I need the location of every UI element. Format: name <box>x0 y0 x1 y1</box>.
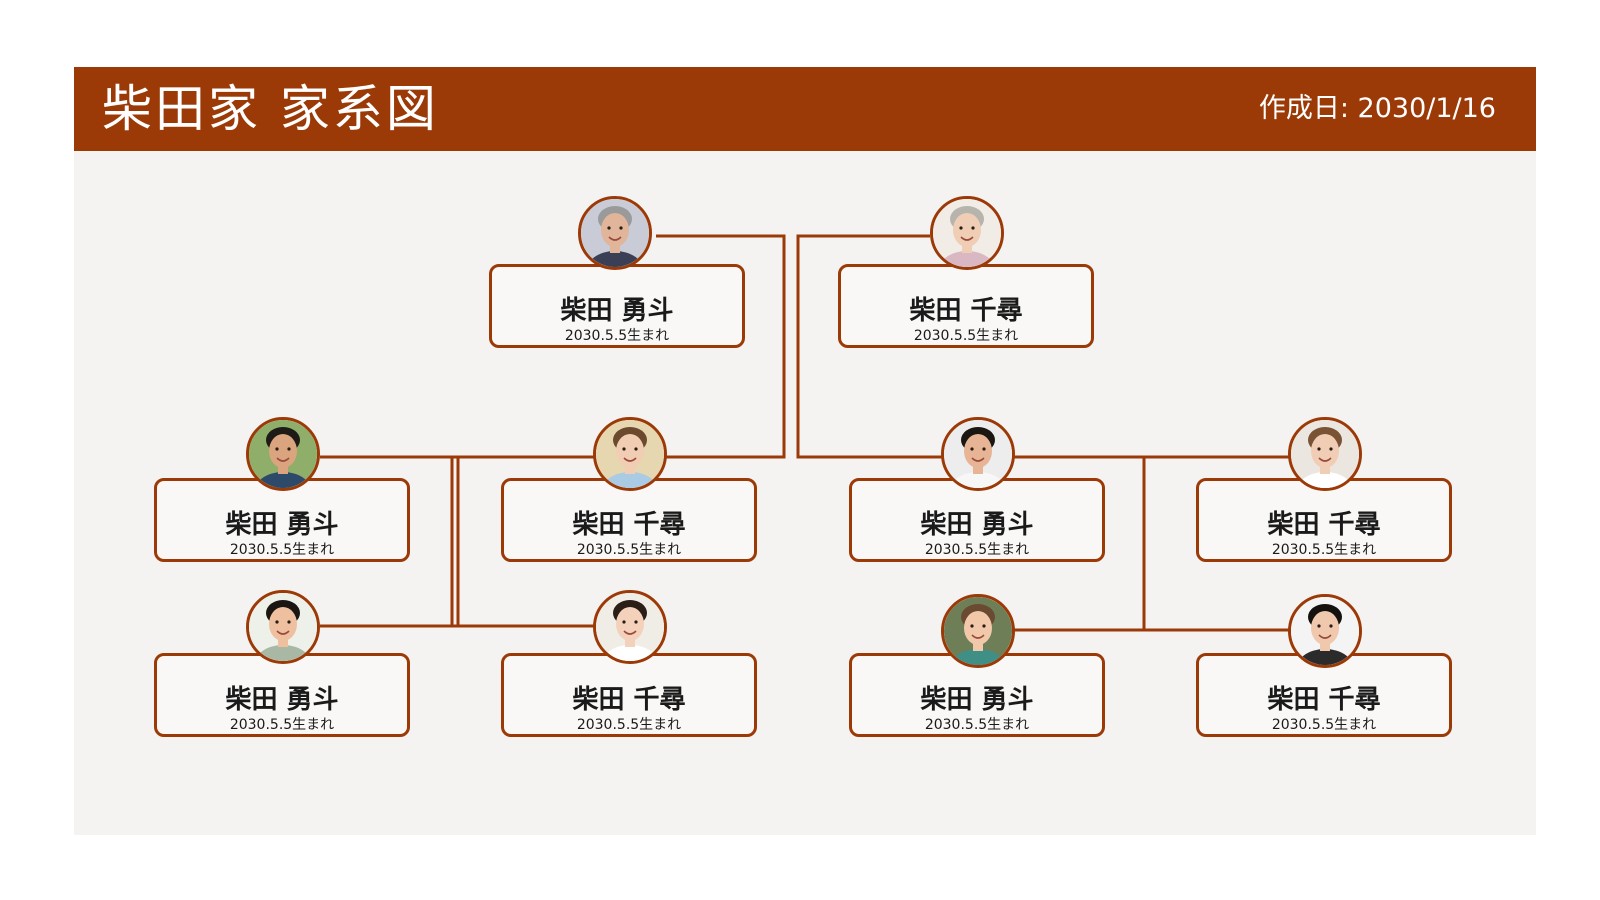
baby-avatar-icon <box>941 594 1015 668</box>
person-name: 柴田 千尋 <box>572 685 686 715</box>
girl-avatar-icon <box>1288 594 1362 668</box>
creation-date: 作成日: 2030/1/16 <box>1259 89 1496 129</box>
woman-avatar-icon <box>1288 417 1362 491</box>
avatar-illustration <box>249 593 317 661</box>
person-card-child-2[interactable]: 柴田 勇斗 2030.5.5生まれ <box>849 478 1105 562</box>
person-name: 柴田 勇斗 <box>920 685 1034 715</box>
person-birthdate: 2030.5.5生まれ <box>564 328 670 344</box>
elderly-woman-avatar-icon <box>930 196 1004 270</box>
avatar-illustration <box>1291 597 1359 665</box>
person-name: 柴田 千尋 <box>909 296 1023 326</box>
person-birthdate: 2030.5.5生まれ <box>1271 717 1377 733</box>
person-birthdate: 2030.5.5生まれ <box>229 542 335 558</box>
person-card-grandchild-1[interactable]: 柴田 勇斗 2030.5.5生まれ <box>154 653 410 737</box>
person-birthdate: 2030.5.5生まれ <box>924 717 1030 733</box>
person-birthdate: 2030.5.5生まれ <box>229 717 335 733</box>
person-name: 柴田 千尋 <box>1267 510 1381 540</box>
creation-date-value: 2030/1/16 <box>1357 93 1496 124</box>
person-name: 柴田 千尋 <box>1267 685 1381 715</box>
person-birthdate: 2030.5.5生まれ <box>1271 542 1377 558</box>
connector-child1 <box>320 455 460 628</box>
person-name: 柴田 勇斗 <box>560 296 674 326</box>
header-bar: 柴田家 家系図 作成日: 2030/1/16 <box>74 67 1536 151</box>
avatar-illustration <box>933 199 1001 267</box>
person-name: 柴田 千尋 <box>572 510 686 540</box>
person-card-grandchild-2[interactable]: 柴田 千尋 2030.5.5生まれ <box>501 653 757 737</box>
elderly-man-avatar-icon <box>578 196 652 270</box>
avatar-illustration <box>581 199 649 267</box>
connector-child2 <box>1142 455 1322 632</box>
person-card-grandfather[interactable]: 柴田 勇斗 2030.5.5生まれ <box>489 264 745 348</box>
person-birthdate: 2030.5.5生まれ <box>576 717 682 733</box>
boy-avatar-icon <box>246 590 320 664</box>
woman-avatar-icon <box>593 417 667 491</box>
woman-avatar-icon <box>593 590 667 664</box>
creation-date-label: 作成日: <box>1258 93 1349 124</box>
person-name: 柴田 勇斗 <box>225 510 339 540</box>
avatar-illustration <box>944 420 1012 488</box>
person-card-grandmother[interactable]: 柴田 千尋 2030.5.5生まれ <box>838 264 1094 348</box>
avatar-illustration <box>596 593 664 661</box>
person-name: 柴田 勇斗 <box>225 685 339 715</box>
person-card-child-1[interactable]: 柴田 勇斗 2030.5.5生まれ <box>154 478 410 562</box>
avatar-illustration <box>249 420 317 488</box>
man-avatar-icon <box>246 417 320 491</box>
page-title: 柴田家 家系図 <box>102 80 439 138</box>
person-card-spouse-2[interactable]: 柴田 千尋 2030.5.5生まれ <box>1196 478 1452 562</box>
person-birthdate: 2030.5.5生まれ <box>913 328 1019 344</box>
man-avatar-icon <box>941 417 1015 491</box>
person-name: 柴田 勇斗 <box>920 510 1034 540</box>
avatar-illustration <box>1291 420 1359 488</box>
person-birthdate: 2030.5.5生まれ <box>576 542 682 558</box>
person-birthdate: 2030.5.5生まれ <box>924 542 1030 558</box>
avatar-illustration <box>596 420 664 488</box>
avatar-illustration <box>944 597 1012 665</box>
